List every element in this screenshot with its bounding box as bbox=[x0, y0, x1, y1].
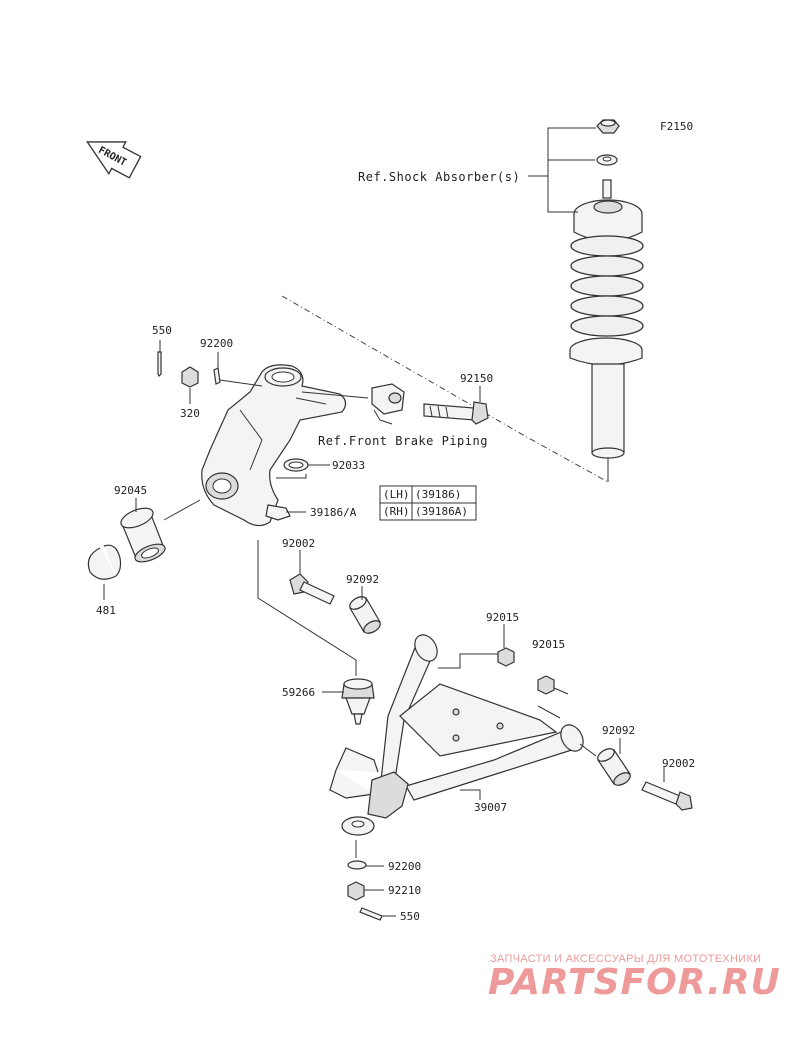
label-92092-right: 92092 bbox=[602, 724, 635, 737]
variant-part-rh: (39186A) bbox=[415, 505, 468, 518]
label-92002-top: 92002 bbox=[282, 537, 315, 550]
brake-piping-clamp bbox=[371, 383, 405, 425]
label-481: 481 bbox=[96, 604, 116, 617]
ball-joint-59266 bbox=[341, 678, 375, 725]
variant-table: (LH) (39186) (RH) (39186A) bbox=[379, 485, 477, 521]
bolt-92002-right bbox=[641, 781, 693, 811]
label-320: 320 bbox=[180, 407, 200, 420]
cotter-pin-550-bottom bbox=[359, 907, 383, 921]
washer-92200 bbox=[347, 860, 367, 870]
watermark: ЗАПЧАСТИ И АКСЕССУАРЫ ДЛЯ МОТОТЕХНИКИ PA… bbox=[488, 953, 781, 1003]
label-92002-right: 92002 bbox=[662, 757, 695, 770]
label-92150: 92150 bbox=[460, 372, 493, 385]
ref-brake-piping: Ref.Front Brake Piping bbox=[318, 434, 488, 448]
bushing-92092-left bbox=[349, 596, 381, 634]
bearing-92045 bbox=[120, 507, 166, 563]
bolt-92002-top bbox=[289, 573, 335, 605]
label-92200-bottom: 92200 bbox=[388, 860, 421, 873]
label-39007: 39007 bbox=[474, 801, 507, 814]
label-550-bottom: 550 bbox=[400, 910, 420, 923]
a-arm-39007 bbox=[329, 634, 584, 836]
variant-side-rh: (RH) bbox=[383, 505, 410, 518]
steering-knuckle bbox=[201, 364, 347, 527]
label-59266: 59266 bbox=[282, 686, 315, 699]
watermark-brand: PARTSFOR.RU bbox=[488, 962, 781, 1003]
variant-side-lh: (LH) bbox=[383, 488, 410, 501]
bushing-92092-right bbox=[597, 748, 631, 786]
figure-code: F2150 bbox=[660, 120, 693, 133]
nut-92210 bbox=[347, 881, 365, 901]
watermark-tagline: ЗАПЧАСТИ И АКСЕССУАРЫ ДЛЯ МОТОТЕХНИКИ bbox=[490, 953, 761, 965]
part-labels: 550 92200 320 92150 Ref.Front Brake Pipi… bbox=[96, 324, 695, 923]
ref-shock-absorber: Ref.Shock Absorber(s) bbox=[358, 170, 520, 184]
bolt-92150 bbox=[423, 401, 489, 425]
label-39186: 39186/A bbox=[310, 506, 357, 519]
shock-absorber bbox=[569, 119, 644, 459]
label-92210: 92210 bbox=[388, 884, 421, 897]
label-92033: 92033 bbox=[332, 459, 365, 472]
label-550-top: 550 bbox=[152, 324, 172, 337]
variant-part-lh: (39186) bbox=[415, 488, 461, 501]
label-92200-top: 92200 bbox=[200, 337, 233, 350]
label-92015-b: 92015 bbox=[532, 638, 565, 651]
front-arrow-icon: FRONT bbox=[86, 141, 142, 179]
label-92045: 92045 bbox=[114, 484, 147, 497]
label-92015-a: 92015 bbox=[486, 611, 519, 624]
label-92092-left: 92092 bbox=[346, 573, 379, 586]
